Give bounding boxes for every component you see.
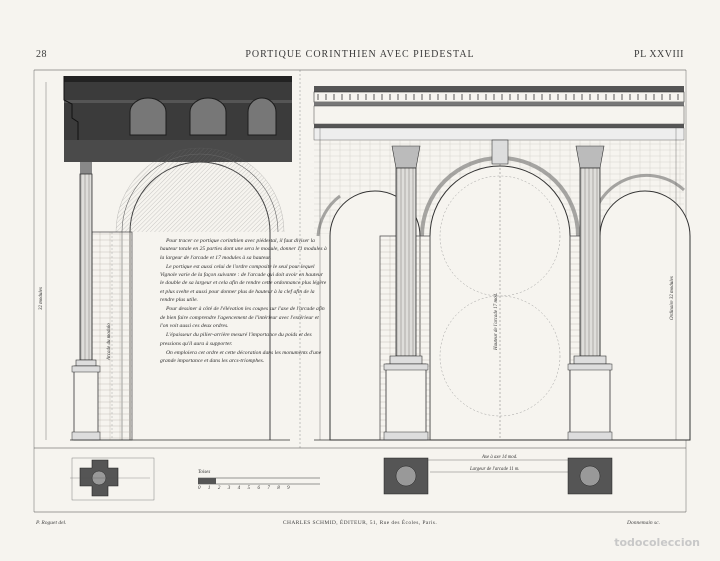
- text-paragraph: Pour tracer ce portique corinthien avec …: [160, 238, 327, 261]
- scale-numbers: 0123456789: [198, 486, 298, 491]
- column-left: [383, 145, 429, 441]
- text-paragraph: On emploiera cet ordre et cette décorati…: [160, 349, 322, 365]
- scale-bar: [198, 477, 320, 485]
- opening-width-label: Largeur de l'arcade 11 m.: [470, 467, 520, 472]
- scale-label: Toises: [198, 470, 211, 475]
- plate-number: PL XXVIII: [634, 49, 684, 60]
- text-paragraph: Pour dessiner à côté de l'élévation les …: [160, 306, 325, 329]
- column-right: [567, 145, 613, 441]
- left-height-label: 32 modules: [39, 287, 44, 310]
- page-number: 28: [36, 49, 47, 60]
- right-height-label: Ordinaire 32 modules: [670, 276, 675, 320]
- centre-arch-label: Hauteur de l'arcade 17 mod.: [494, 292, 499, 350]
- text-paragraph: Le portique est aussi celui de l'ordre c…: [160, 263, 327, 304]
- watermark: todocoleccion: [614, 536, 700, 549]
- plate-title: PORTIQUE CORINTHIEN AVEC PIEDESTAL: [245, 49, 475, 60]
- text-paragraph: L'épaisseur du pilier-arrière mesuré l'i…: [160, 332, 312, 347]
- axis-label: Axe à axe 14 mod.: [482, 455, 518, 460]
- left-plan: [70, 457, 155, 501]
- engraver-credit: Donnemain sc.: [627, 520, 660, 526]
- draughtsman-credit: P. Roguet del.: [36, 520, 67, 526]
- left-arch-label: Arcade du modulo: [107, 323, 112, 360]
- right-plans: [383, 457, 613, 495]
- left-section-drawing: [45, 76, 320, 501]
- portico-elevation: [313, 86, 691, 495]
- publisher-line: CHARLES SCHMID, ÉDITEUR, 51, Rue des Éco…: [282, 520, 438, 526]
- description-text: Pour tracer ce portique corinthien avec …: [160, 237, 328, 366]
